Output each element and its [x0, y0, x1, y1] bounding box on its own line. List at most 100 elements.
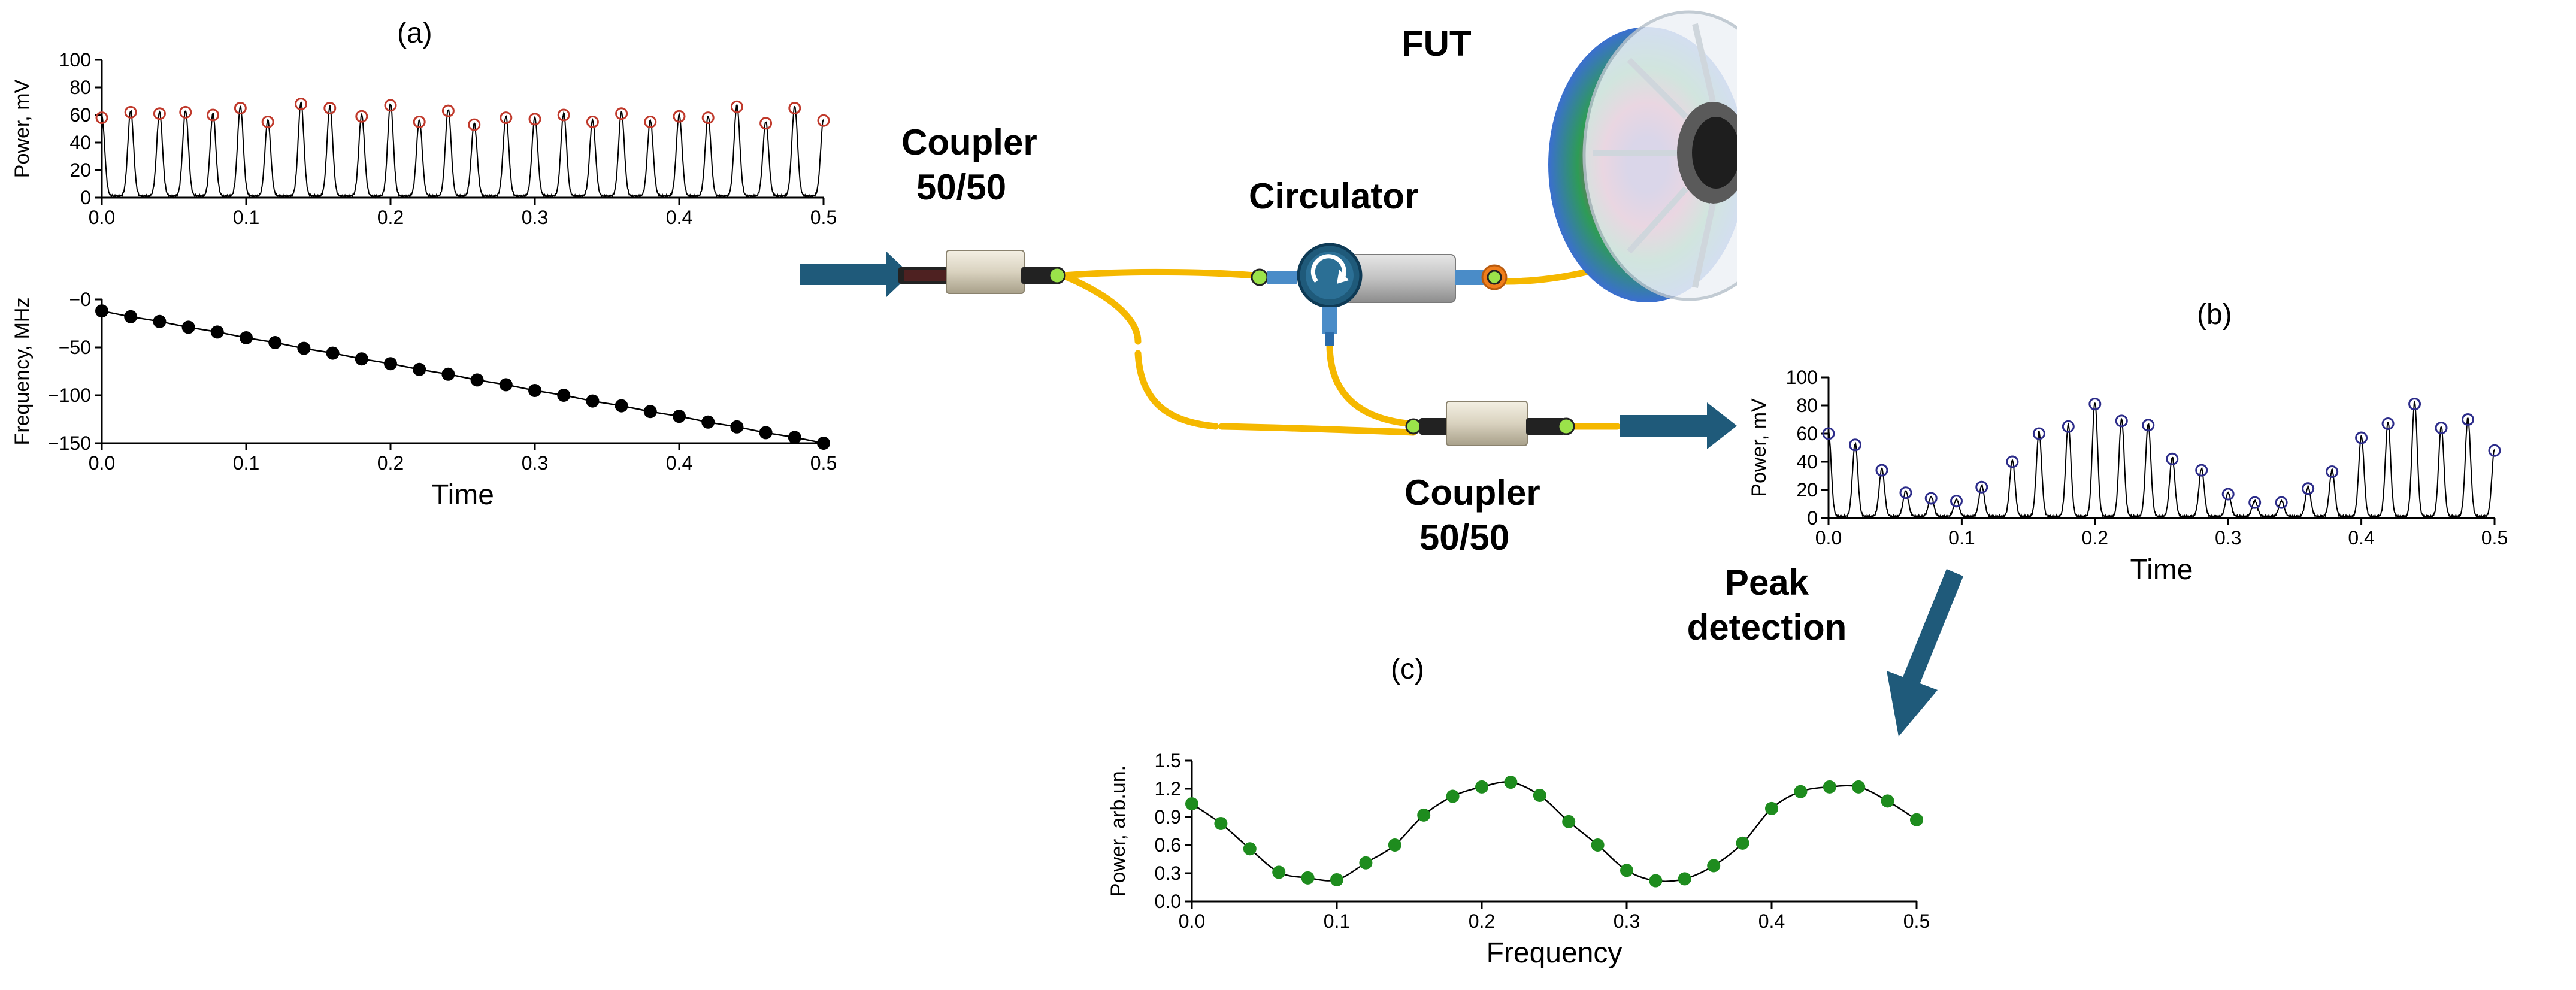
y-tick-label: 0.0 [1155, 891, 1181, 912]
peak-marker [295, 98, 308, 111]
data-point [499, 378, 513, 392]
peak-marker [2166, 452, 2179, 465]
coupler-1 [898, 250, 1066, 294]
peak-marker [2326, 465, 2339, 478]
x-tick-label: 0.1 [1948, 527, 1975, 549]
y-tick-label: 100 [59, 49, 91, 71]
y-tick-label: 80 [1796, 395, 1818, 416]
peak-marker [759, 117, 773, 130]
peak-marker [2435, 422, 2448, 435]
y-tick-label: 60 [69, 104, 91, 126]
peak-marker [261, 116, 274, 128]
peak-marker [413, 116, 426, 128]
data-point [1214, 816, 1228, 830]
data-point [1910, 813, 1923, 826]
data-point [470, 373, 484, 387]
x-tick-label: 0.1 [1324, 910, 1350, 932]
peak-marker [468, 118, 481, 131]
circulator-label: Circulator [1249, 176, 1419, 216]
peak-marker [2248, 496, 2262, 509]
data-point [586, 394, 600, 408]
series-line [101, 310, 824, 444]
x-tick-label: 0.3 [522, 207, 548, 228]
x-tick-label: 0.5 [810, 207, 837, 228]
coupler-2 [1405, 401, 1575, 446]
x-tick-label: 0.5 [1903, 910, 1930, 932]
y-axis-label: Frequency, MHz [11, 298, 34, 446]
x-tick-label: 0.5 [2481, 527, 2508, 549]
peak-marker [323, 102, 337, 114]
x-tick-label: 0.2 [1469, 910, 1495, 932]
data-point [1591, 838, 1605, 852]
data-point [615, 399, 628, 413]
data-point [1823, 780, 1836, 794]
data-point [413, 362, 426, 376]
x-tick-label: 0.4 [2348, 527, 2374, 549]
peak-marker [2032, 427, 2045, 440]
data-point [1736, 836, 1749, 850]
data-point [124, 310, 138, 323]
peak-marker [500, 111, 513, 125]
y-axis-label: Power, mV [11, 79, 34, 178]
peak-marker [1899, 486, 1912, 499]
peak-marker [730, 100, 743, 113]
peak-marker [1875, 464, 1888, 477]
peak-marker [701, 111, 715, 125]
peak-marker [817, 114, 830, 127]
peak-marker [124, 105, 137, 119]
y-tick-label: 0 [1807, 507, 1818, 529]
peak-marker [788, 102, 801, 114]
y-tick-label: 40 [1796, 451, 1818, 473]
data-point [701, 415, 715, 429]
panel-label-c: (c) [1391, 653, 1424, 685]
data-point [297, 341, 311, 355]
data-point [1446, 789, 1460, 803]
x-tick-label: 0.5 [810, 452, 837, 474]
peak-marker [384, 99, 397, 112]
signal-trace [101, 101, 824, 199]
x-tick-label: 0.0 [1179, 910, 1205, 932]
y-tick-label: 20 [69, 159, 91, 181]
peak-marker [2062, 420, 2075, 433]
data-point [1765, 801, 1778, 815]
panel-label-a: (a) [397, 17, 432, 49]
peak-marker [2115, 414, 2128, 428]
y-tick-label: −100 [48, 385, 91, 406]
peak-detection-label: Peak detection [1677, 560, 1857, 650]
data-point [1881, 794, 1894, 808]
coupler-1-label-line1: Coupler [901, 122, 1037, 162]
y-tick-label: −50 [59, 337, 91, 358]
series-line [1191, 781, 1917, 882]
peak-marker [528, 113, 541, 126]
y-tick-label: −0 [69, 289, 91, 310]
peak-marker [557, 108, 570, 122]
peak-marker [2195, 464, 2208, 477]
fut-label: FUT [1401, 23, 1472, 63]
data-point [1359, 856, 1373, 870]
peak-marker [153, 107, 166, 120]
data-point [1301, 871, 1315, 885]
data-point [355, 352, 368, 366]
output-arrow [1620, 402, 1737, 449]
y-tick-label: 20 [1796, 479, 1818, 501]
peak-marker [615, 107, 628, 120]
peak-marker [207, 108, 220, 122]
data-point [384, 357, 397, 371]
x-tick-label: 0.3 [522, 452, 548, 474]
data-point [643, 405, 657, 419]
data-point [210, 325, 224, 339]
peak-marker [2488, 444, 2501, 457]
x-tick-label: 0.0 [89, 207, 115, 228]
y-tick-label: 80 [69, 77, 91, 98]
coupler-2-label-line2: 50/50 [1419, 517, 1510, 558]
peak-marker [2142, 419, 2155, 432]
peak-marker [2381, 417, 2395, 431]
data-point [1417, 808, 1431, 822]
y-tick-label: 0 [80, 187, 91, 208]
data-point [1272, 865, 1286, 879]
peak-marker [1950, 495, 1963, 508]
data-point [1388, 838, 1401, 852]
